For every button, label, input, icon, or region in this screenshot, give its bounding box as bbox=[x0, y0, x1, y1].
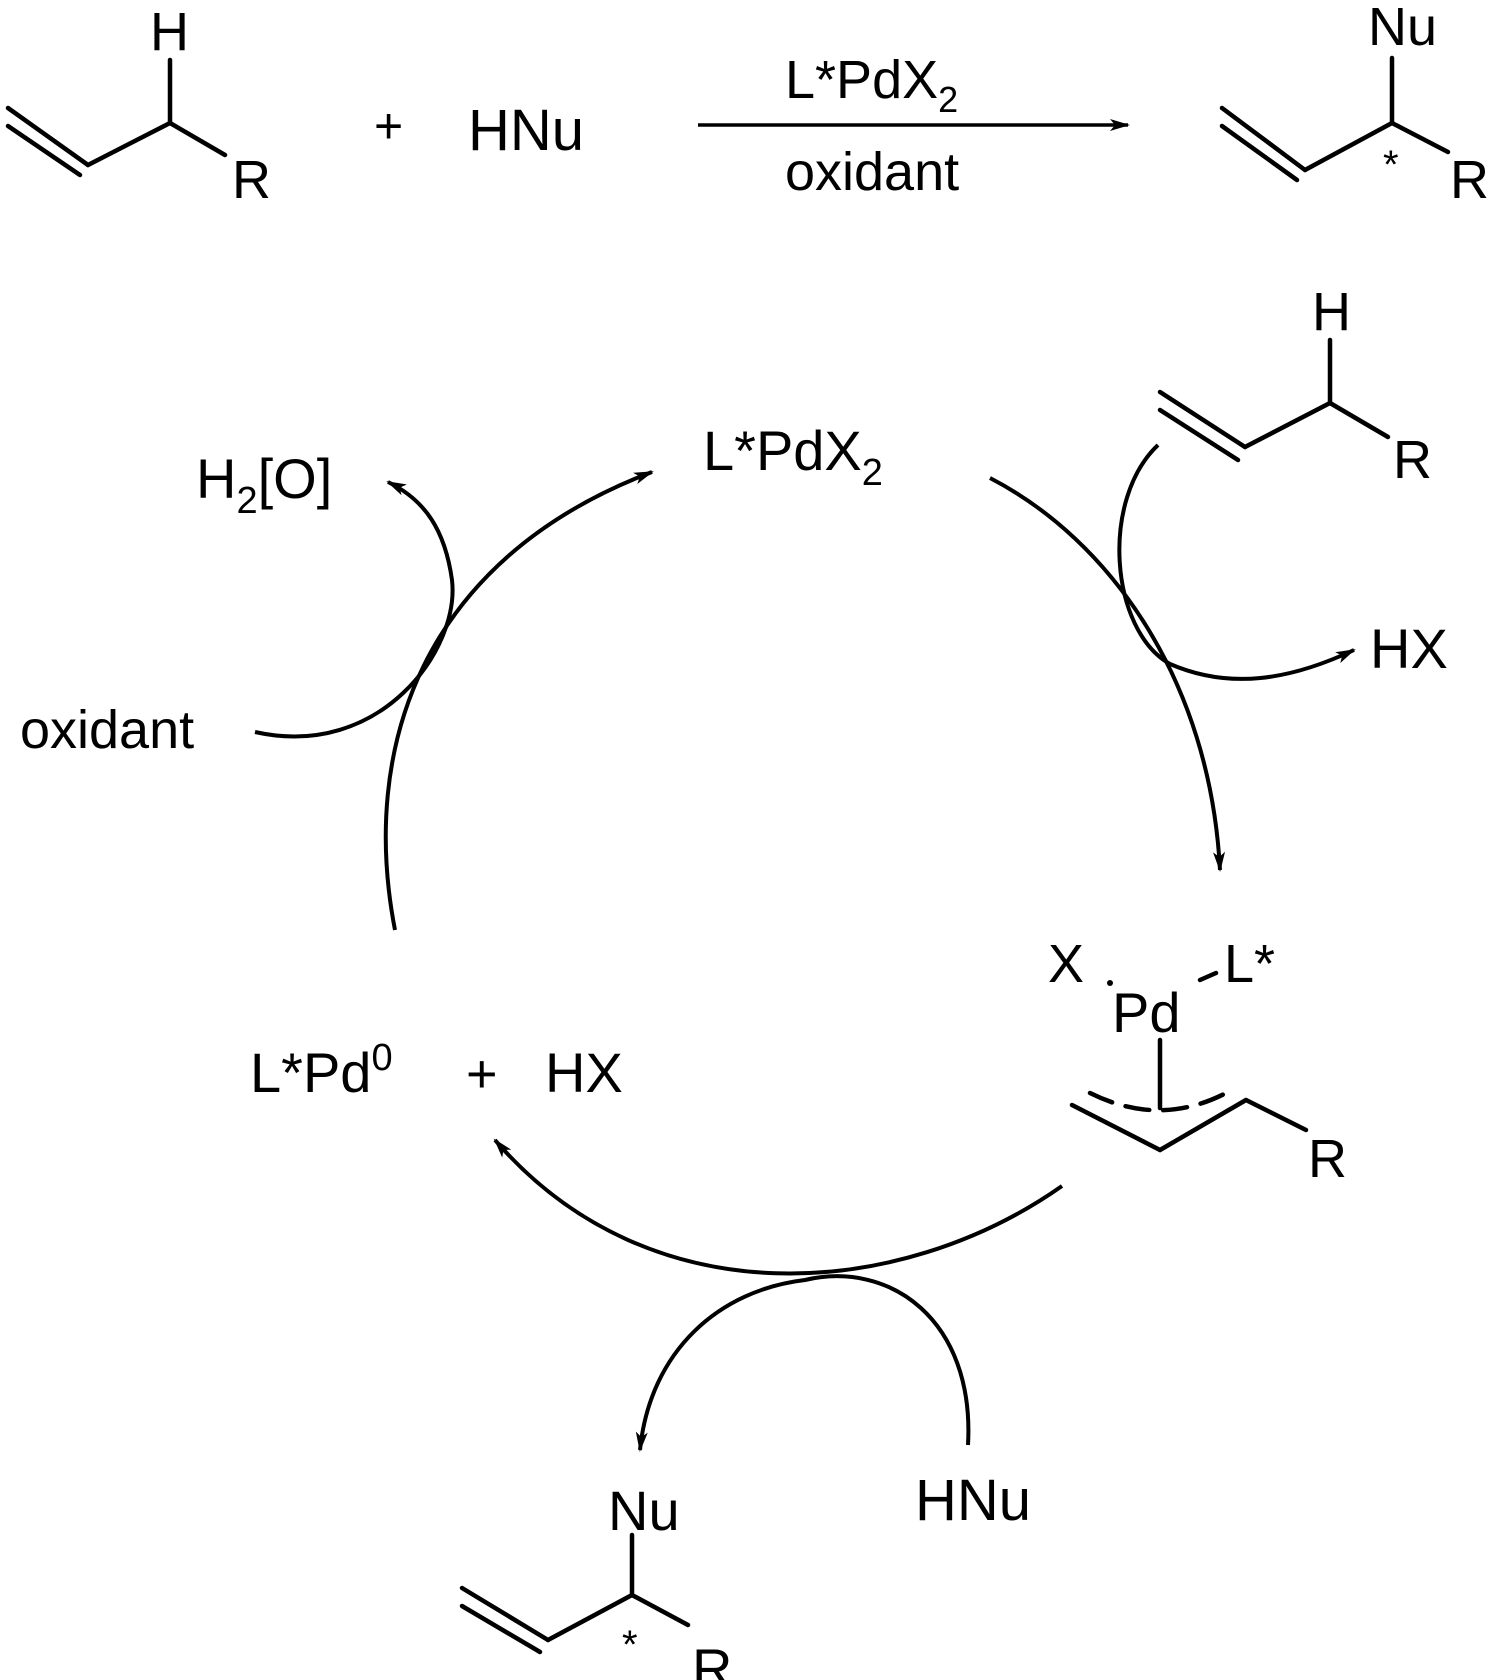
product-structure: Nu * R bbox=[1219, 0, 1489, 210]
cycle-catalyst-label: L*PdX2 bbox=[703, 419, 883, 494]
arc-nucleophile-to-product bbox=[635, 1274, 971, 1452]
cycle-substrate-structure: H R bbox=[1157, 282, 1432, 490]
reduced-oxidant-label: H2[O] bbox=[196, 447, 332, 522]
cycle-product-r-label: R bbox=[692, 1637, 732, 1680]
pd0-hx-label: HX bbox=[545, 1041, 623, 1104]
product-nu-label: Nu bbox=[1368, 0, 1437, 57]
pd0-plus-sign: + bbox=[466, 1044, 498, 1104]
reactant-r-label: R bbox=[232, 150, 271, 210]
reaction-arrow: L*PdX2 oxidant bbox=[698, 50, 1130, 202]
pd0-label: L*Pd0 bbox=[250, 1037, 393, 1104]
catalyst-label: L*PdX2 bbox=[785, 50, 958, 120]
cycle-product-structure: Nu * R bbox=[459, 1479, 732, 1680]
product-stereo-star: * bbox=[1383, 143, 1399, 187]
cycle-hx-byproduct-label: HX bbox=[1370, 617, 1448, 680]
arc-substrate-to-hx bbox=[1117, 443, 1356, 681]
complex-r-label: R bbox=[1308, 1129, 1347, 1189]
cycle-product-nu-label: Nu bbox=[608, 1479, 680, 1542]
complex-pd-label: Pd bbox=[1112, 981, 1181, 1044]
plus-sign: + bbox=[374, 98, 403, 154]
cycle-substrate-r-label: R bbox=[1393, 430, 1432, 490]
reactant-h-label: H bbox=[150, 2, 189, 62]
overall-reaction: H R + HNu L*PdX2 oxidant Nu * R bbox=[5, 0, 1489, 210]
complex-x-label: X bbox=[1048, 934, 1084, 994]
cycle: L*PdX2 H R HX H2[O] oxidant L*Pd0 + HX X… bbox=[20, 282, 1448, 1680]
arc-reoxidation bbox=[383, 470, 654, 931]
product-r-label: R bbox=[1450, 150, 1489, 210]
nucleophile-label: HNu bbox=[468, 98, 584, 163]
cycle-oxidant-label: oxidant bbox=[20, 700, 194, 760]
cycle-product-stereo-star: * bbox=[622, 1623, 638, 1667]
arc-nucleophilic-attack bbox=[493, 1138, 1064, 1276]
reactant-allyl-structure: H R bbox=[5, 2, 271, 210]
pi-allyl-palladium-complex: X Pd L* R bbox=[1048, 934, 1347, 1189]
oxidant-label: oxidant bbox=[785, 142, 959, 202]
complex-x-dot bbox=[1107, 980, 1113, 986]
cycle-nucleophile-label: HNu bbox=[915, 1468, 1031, 1533]
complex-l-label: L* bbox=[1224, 934, 1275, 994]
arc-allylic-ch-activation bbox=[989, 476, 1226, 872]
arc-oxidant-to-water bbox=[254, 480, 455, 739]
cycle-substrate-h-label: H bbox=[1312, 282, 1351, 342]
